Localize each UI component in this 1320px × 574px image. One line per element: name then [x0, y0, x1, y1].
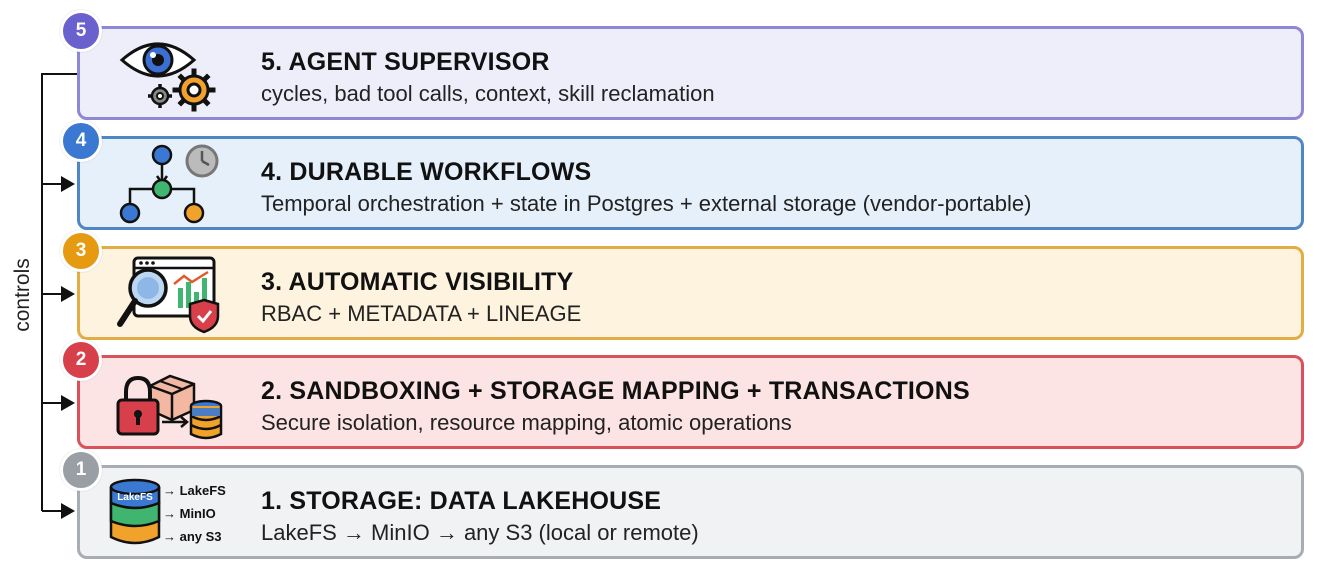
lake-label-any-s3: → any S3: [163, 529, 222, 544]
database-label: LakeFS: [117, 492, 153, 503]
layer-badge-4: 4: [60, 120, 102, 162]
layer-title: 1. STORAGE: DATA LAKEHOUSE: [261, 487, 662, 515]
layer-subtitle: cycles, bad tool calls, context, skill r…: [261, 81, 715, 106]
eye-gear-icon: [119, 42, 216, 112]
layer-agent-supervisor: 5. AGENT SUPERVISOR cycles, bad tool cal…: [77, 26, 1304, 120]
layer-title: 3. AUTOMATIC VISIBILITY: [261, 268, 574, 296]
layer-subtitle: LakeFS → MinIO → any S3 (local or remote…: [261, 520, 699, 545]
layer-badge-5: 5: [60, 10, 102, 52]
layer-title: 2. SANDBOXING + STORAGE MAPPING + TRANSA…: [261, 377, 970, 405]
layer-title: 4. DURABLE WORKFLOWS: [261, 158, 592, 186]
layer-badge-3: 3: [60, 230, 102, 272]
controls-label: controls: [11, 258, 34, 332]
layer-subtitle: RBAC + METADATA + LINEAGE: [261, 301, 582, 326]
controls-connector: [41, 73, 77, 519]
layer-title: 5. AGENT SUPERVISOR: [261, 48, 550, 76]
layer-automatic-visibility: 3. AUTOMATIC VISIBILITY RBAC + METADATA …: [77, 246, 1304, 340]
lake-label-minio: → MinIO: [163, 506, 216, 521]
layer-subtitle: Secure isolation, resource mapping, atom…: [261, 410, 792, 435]
layer-subtitle: Temporal orchestration + state in Postgr…: [261, 191, 1032, 216]
layer-sandboxing: 2. SANDBOXING + STORAGE MAPPING + TRANSA…: [77, 355, 1304, 449]
database-stack-icon: LakeFS: [109, 478, 161, 545]
lake-label-lakefs: → LakeFS: [163, 483, 226, 498]
dashboard-magnifier-shield-icon: [117, 256, 220, 334]
layer-storage-lakehouse: 1. STORAGE: DATA LAKEHOUSE LakeFS → MinI…: [77, 465, 1304, 559]
workflow-clock-icon: [119, 144, 219, 224]
layer-badge-1: 1: [60, 449, 102, 491]
lock-box-database-icon: [116, 374, 223, 440]
layer-badge-2: 2: [60, 339, 102, 381]
layer-durable-workflows: 4. DURABLE WORKFLOWS Temporal orchestrat…: [77, 136, 1304, 230]
